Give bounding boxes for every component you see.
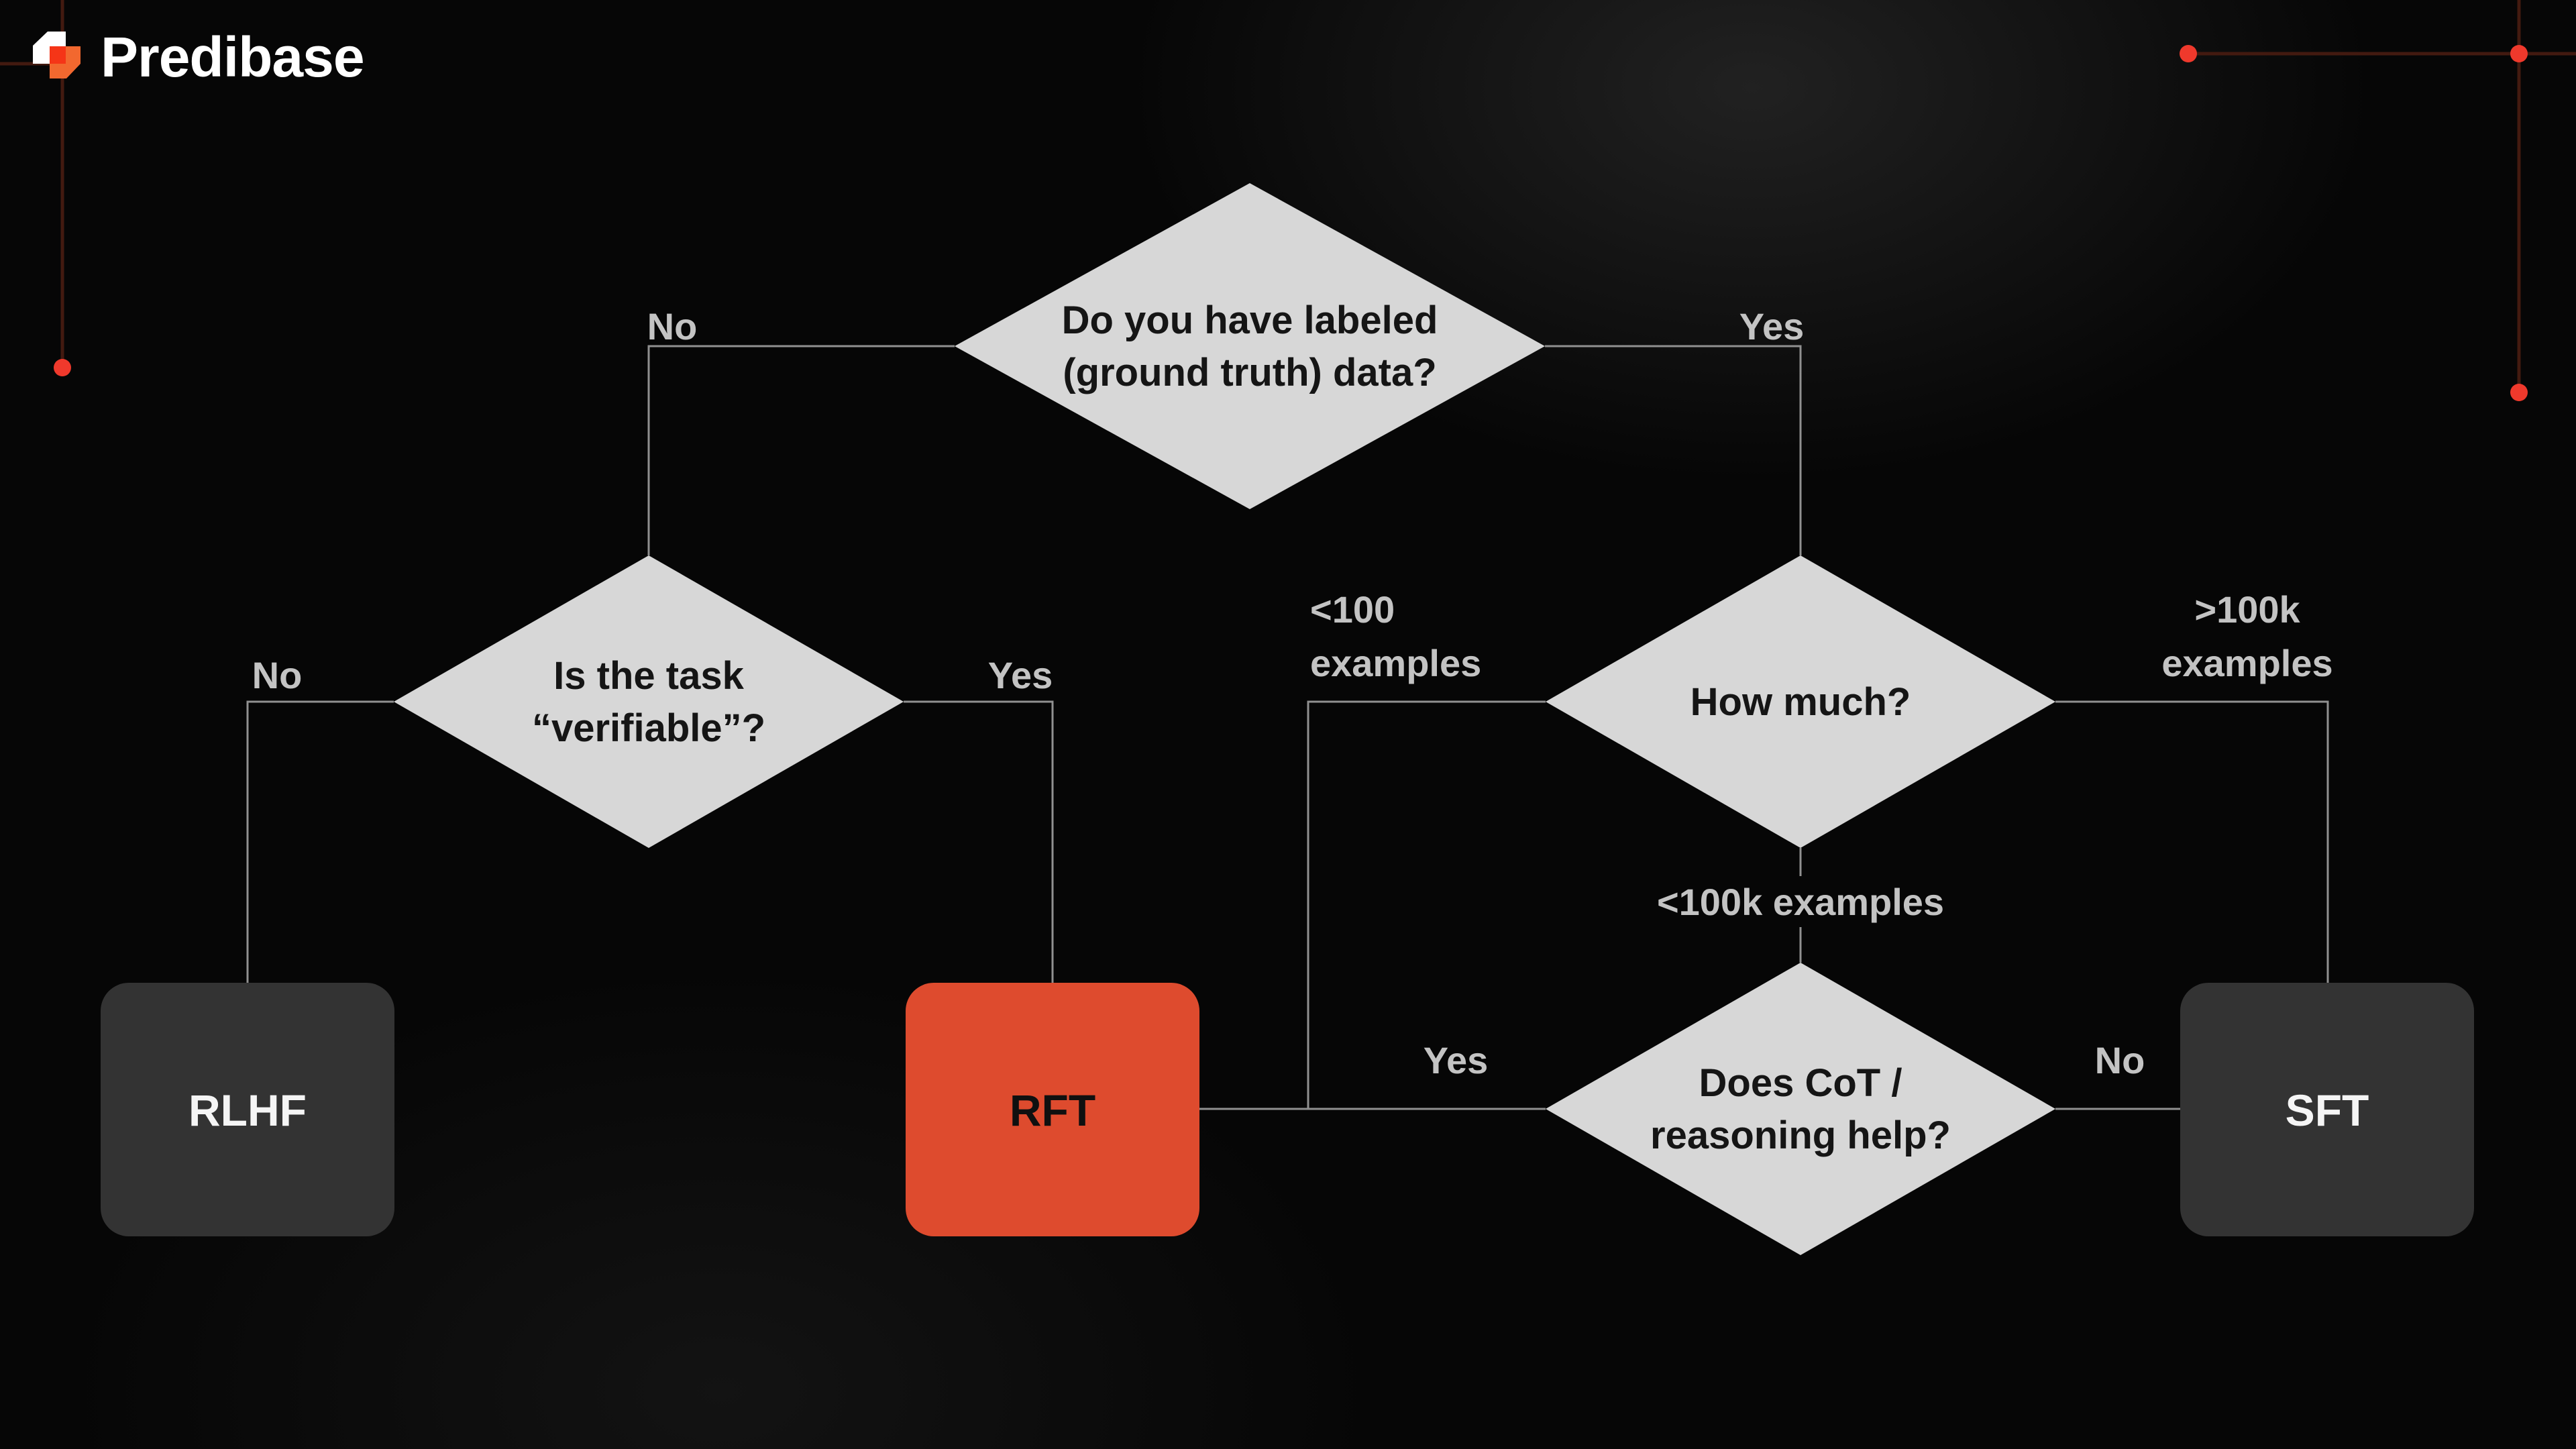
predibase-logo: Predibase (33, 25, 365, 89)
box-shape (906, 983, 1199, 1236)
branch-labels: No Yes No Yes <100 examples >100k exampl… (252, 305, 2333, 1081)
diamond-shape (394, 555, 904, 848)
box-shape (2180, 983, 2474, 1236)
result-box-rft: RFT (906, 983, 1199, 1236)
box-label: RFT (1010, 1085, 1095, 1135)
branch-label-lt100-line1: <100 (1310, 588, 1395, 631)
label-backdrop-lt100k (1657, 876, 1945, 927)
branch-label-yes-1: Yes (1739, 305, 1805, 347)
decor-dot (54, 359, 71, 376)
decor-dot (2510, 45, 2528, 62)
connector-q1-yes-to-q3 (1545, 345, 1802, 555)
connector-q3-lt100-to-rft-row (1307, 700, 1546, 1109)
connector-q1-no-to-q2 (647, 345, 955, 555)
diamond-shape (1546, 963, 2055, 1255)
connector-q3-gt100k-to-sft (2055, 700, 2329, 983)
diamond-shape (955, 183, 1545, 509)
decision-diamond-cot-reasoning: Does CoT / reasoning help? (1546, 963, 2055, 1255)
box-label: RLHF (189, 1085, 307, 1135)
diamond-text-line1: Do you have labeled (1062, 299, 1438, 342)
branch-label-gt100k-line1: >100k (2194, 588, 2300, 631)
diamond-text-line1: Does CoT / (1699, 1061, 1902, 1105)
connector-q2-yes-to-rft (904, 700, 1054, 983)
decor-dot (2180, 45, 2197, 62)
decision-diamond-labeled-data: Do you have labeled (ground truth) data? (955, 183, 1545, 509)
decision-diamond-verifiable: Is the task “verifiable”? (394, 555, 904, 848)
result-box-rlhf: RLHF (101, 983, 394, 1236)
logo-mark-red-square (50, 46, 66, 64)
logo-wordmark: Predibase (101, 25, 364, 89)
branch-label-no-2: No (252, 654, 303, 696)
branch-label-lt100k: <100k examples (1657, 881, 1944, 923)
branch-label-no-3: No (2095, 1039, 2145, 1081)
decor-dot (2510, 384, 2528, 401)
diamond-text-line1: Is the task (553, 654, 744, 698)
diamond-text-line2: “verifiable”? (532, 706, 765, 750)
box-shape (101, 983, 394, 1236)
result-box-sft: SFT (2180, 983, 2474, 1236)
diamond-text-line2: reasoning help? (1650, 1114, 1951, 1157)
diamond-shape (1546, 555, 2055, 848)
box-label: SFT (2286, 1085, 2369, 1135)
diamond-text-line1: How much? (1690, 680, 1911, 724)
decor-top-right (2180, 0, 2576, 401)
logo-mark-white-shape (33, 32, 66, 64)
branch-label-yes-2: Yes (988, 654, 1053, 696)
diamond-text-line2: (ground truth) data? (1063, 351, 1436, 394)
branch-label-lt100-line2: examples (1310, 642, 1481, 684)
connector-q2-no-to-rlhf (246, 700, 394, 983)
branch-label-gt100k-line2: examples (2161, 642, 2332, 684)
connectors (246, 345, 2329, 1110)
decision-diamond-how-much: How much? (1546, 555, 2055, 848)
branch-label-no-1: No (647, 305, 698, 347)
branch-label-yes-3: Yes (1424, 1039, 1489, 1081)
